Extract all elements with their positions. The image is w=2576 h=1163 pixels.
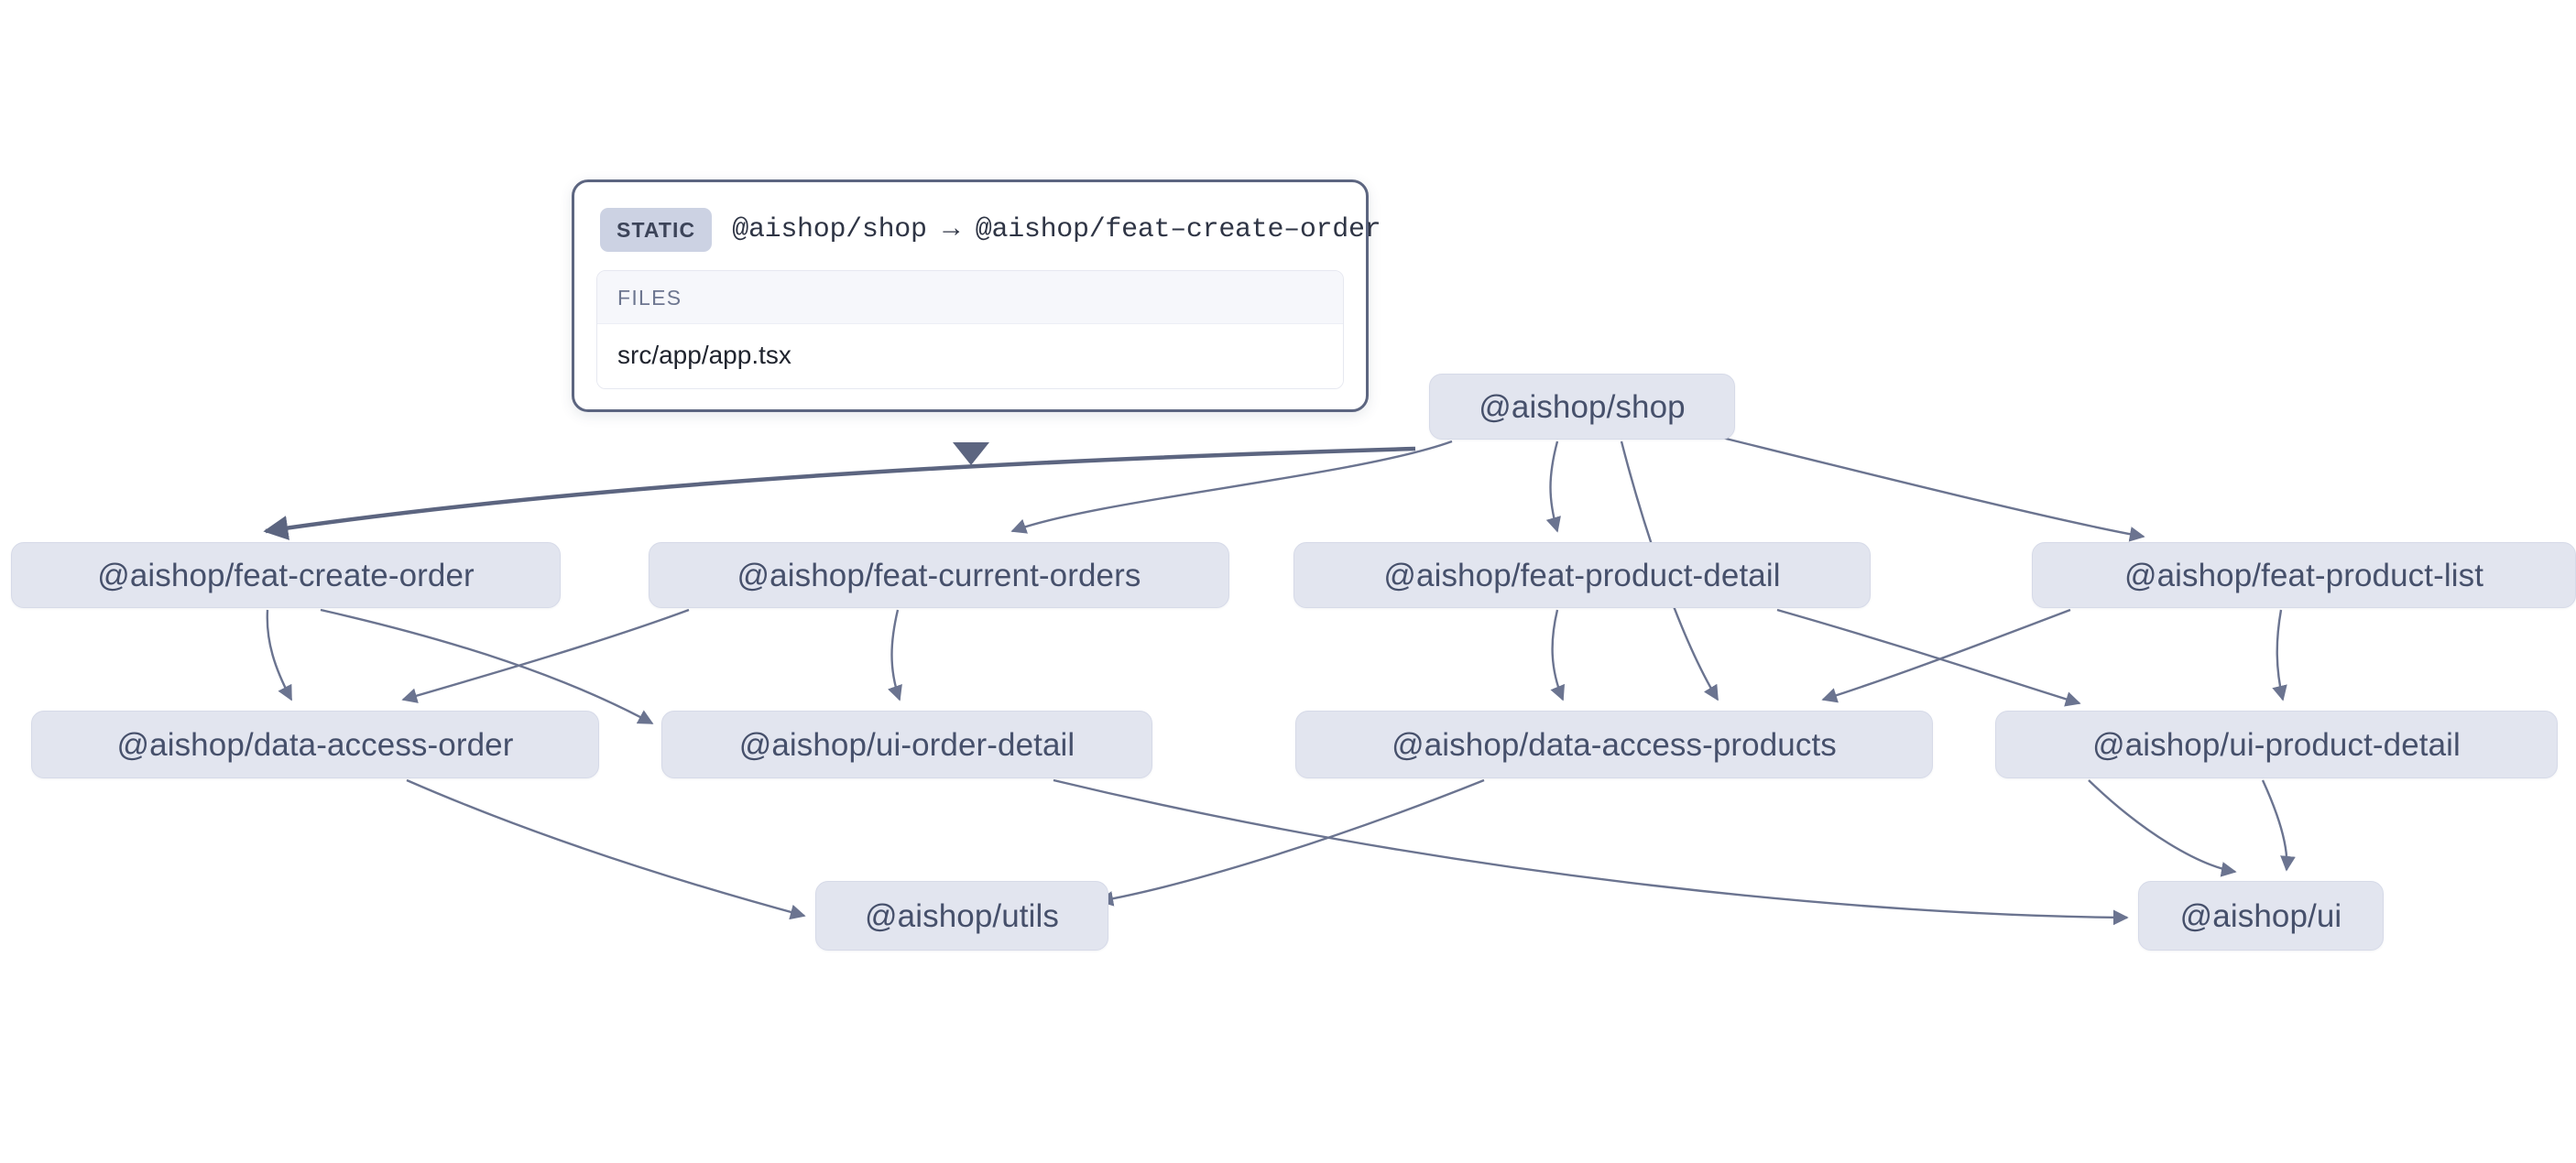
graph-node-label: @aishop/ui-order-detail xyxy=(738,726,1075,763)
graph-node-feat-product-detail[interactable]: @aishop/feat-product-detail xyxy=(1293,542,1871,608)
edge-detail-tooltip[interactable]: STATIC @aishop/shop → @aishop/feat–creat… xyxy=(572,179,1381,412)
edge-highlight-direction-marker xyxy=(953,442,989,465)
graph-node-label: @aishop/data-access-products xyxy=(1392,726,1837,763)
graph-node-label: @aishop/feat-product-detail xyxy=(1383,557,1781,593)
edge-ui-order-detail-to-ui xyxy=(1053,778,2129,926)
graph-node-feat-current-orders[interactable]: @aishop/feat-current-orders xyxy=(649,542,1229,608)
graph-node-feat-product-list[interactable]: @aishop/feat-product-list xyxy=(2032,542,2576,608)
tooltip-files-box: FILES src/app/app.tsx xyxy=(596,270,1344,389)
tooltip-dependency-title: @aishop/shop → @aishop/feat–create–order xyxy=(732,214,1381,245)
graph-node-label: @aishop/feat-product-list xyxy=(2123,557,2484,593)
graph-node-label: @aishop/ui xyxy=(2179,897,2342,934)
graph-node-ui[interactable]: @aishop/ui xyxy=(2138,881,2384,951)
static-dependency-badge: STATIC xyxy=(600,208,713,252)
edge-feat-product-list-to-data-access-products xyxy=(1821,608,2071,703)
edge-feat-product-detail-to-ui-product-detail xyxy=(1776,608,2081,707)
edge-shop-to-feat-create-order-highlighted xyxy=(263,446,1416,540)
graph-node-ui-product-detail[interactable]: @aishop/ui-product-detail xyxy=(1995,711,2558,778)
edge-feat-product-detail-to-data-access-products xyxy=(1550,609,1566,701)
tooltip-header: STATIC @aishop/shop → @aishop/feat–creat… xyxy=(596,202,1381,270)
edge-ui-product-detail-to-ui-secondary xyxy=(2261,779,2296,872)
graph-node-data-access-order[interactable]: @aishop/data-access-order xyxy=(31,711,599,778)
edge-ui-product-detail-to-ui xyxy=(2088,779,2237,877)
edge-feat-create-order-to-data-access-order xyxy=(266,609,293,701)
graph-node-label: @aishop/ui-product-detail xyxy=(2092,726,2461,763)
edge-shop-to-feat-product-detail xyxy=(1545,440,1561,533)
edge-feat-create-order-to-ui-order-detail xyxy=(320,608,654,725)
tooltip-files-header: FILES xyxy=(597,271,1343,324)
graph-node-label: @aishop/utils xyxy=(865,897,1059,934)
graph-node-label: @aishop/feat-create-order xyxy=(97,557,475,593)
graph-node-label: @aishop/data-access-order xyxy=(116,726,514,763)
edge-shop-to-feat-product-list xyxy=(1721,436,2145,542)
tooltip-file-item[interactable]: src/app/app.tsx xyxy=(597,324,1343,388)
graph-node-utils[interactable]: @aishop/utils xyxy=(815,881,1108,951)
graph-node-data-access-products[interactable]: @aishop/data-access-products xyxy=(1295,711,1933,778)
edge-feat-product-list-to-ui-product-detail xyxy=(2272,609,2287,701)
graph-node-shop[interactable]: @aishop/shop xyxy=(1429,374,1735,440)
edge-shop-to-feat-current-orders xyxy=(1010,440,1453,534)
graph-node-label: @aishop/feat-current-orders xyxy=(737,557,1141,593)
graph-node-feat-create-order[interactable]: @aishop/feat-create-order xyxy=(11,542,561,608)
graph-node-label: @aishop/shop xyxy=(1479,388,1686,425)
edge-data-access-order-to-utils xyxy=(406,778,806,920)
graph-node-ui-order-detail[interactable]: @aishop/ui-order-detail xyxy=(661,711,1152,778)
edge-data-access-products-to-utils xyxy=(1097,778,1485,907)
edge-feat-current-orders-to-data-access-order xyxy=(401,608,690,703)
edge-feat-current-orders-to-ui-order-detail xyxy=(888,609,902,701)
